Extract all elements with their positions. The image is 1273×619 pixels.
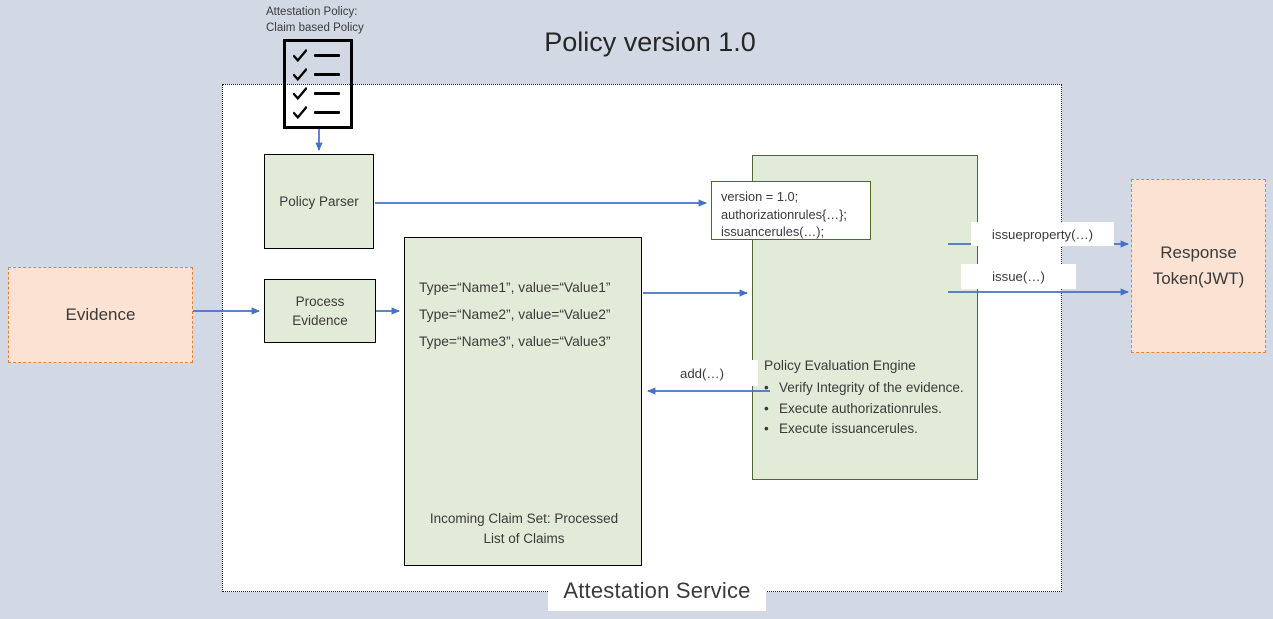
check-icon <box>293 105 307 119</box>
node-response-token-line2: Token(JWT) <box>1152 269 1245 288</box>
attestation-service-label: Attestation Service <box>548 571 766 611</box>
edge-label-add: add(…) <box>646 360 758 386</box>
checklist-dash <box>314 53 340 58</box>
engine-bullet-item: • Verify Integrity of the evidence. <box>764 378 978 398</box>
check-icon <box>293 67 307 81</box>
checklist-row <box>293 48 343 63</box>
node-process-evidence[interactable]: Process Evidence <box>264 279 376 343</box>
checklist-dash <box>314 110 340 115</box>
node-response-token[interactable]: Response Token(JWT) <box>1131 179 1266 353</box>
node-process-evidence-label: Process Evidence <box>292 292 348 330</box>
node-claim-set[interactable]: Type=“Name1”, value=“Value1” Type=“Name2… <box>404 237 642 566</box>
engine-bullet-text: Execute issuancerules. <box>779 421 918 437</box>
claim-set-footer: Incoming Claim Set: Processed List of Cl… <box>415 509 633 549</box>
engine-bullet-item: • Execute issuancerules. <box>764 419 978 439</box>
checklist-dash <box>314 91 340 96</box>
checklist-icon <box>283 39 353 129</box>
attestation-policy-caption-line2: Claim based Policy <box>266 22 364 34</box>
edge-label-issue: issue(…) <box>961 264 1076 289</box>
node-parsed-policy[interactable]: version = 1.0; authorizationrules{…}; is… <box>711 181 871 240</box>
claim-set-footer-line2: List of Claims <box>483 531 565 546</box>
edge-label-issueproperty: issueproperty(…) <box>971 222 1114 246</box>
claim-line: Type=“Name3”, value=“Value3” <box>419 334 611 349</box>
check-icon <box>293 86 307 100</box>
node-evidence[interactable]: Evidence <box>8 267 193 363</box>
checklist-row <box>293 67 343 82</box>
attestation-policy-caption: Attestation Policy: Claim based Policy <box>266 4 446 40</box>
parsed-policy-line: issuancerules(…); <box>721 224 825 239</box>
node-policy-parser-label: Policy Parser <box>279 194 359 209</box>
claim-line: Type=“Name2”, value=“Value2” <box>419 307 611 322</box>
page-title: Policy version 1.0 <box>544 26 756 57</box>
engine-title: Policy Evaluation Engine <box>764 358 916 373</box>
engine-bullet-text: Execute authorizationrules. <box>779 400 942 416</box>
claim-set-footer-line1: Incoming Claim Set: Processed <box>429 511 619 526</box>
attestation-policy-caption-line1: Attestation Policy: <box>266 6 358 18</box>
node-response-token-label: Response Token(JWT) <box>1153 240 1245 292</box>
node-policy-parser[interactable]: Policy Parser <box>264 154 374 249</box>
engine-bullet-text: Verify Integrity of the evidence. <box>779 380 964 395</box>
node-response-token-line1: Response <box>1160 243 1237 262</box>
checklist-row <box>293 105 343 120</box>
node-process-evidence-line1: Process <box>295 294 345 309</box>
parsed-policy-line: version = 1.0; <box>721 189 799 204</box>
bullet-icon: • <box>764 400 769 416</box>
check-icon <box>293 48 307 62</box>
claim-line: Type=“Name1”, value=“Value1” <box>419 280 611 295</box>
bullet-icon: • <box>764 421 769 437</box>
checklist-row <box>293 86 343 101</box>
parsed-policy-line: authorizationrules{…}; <box>721 206 847 222</box>
node-evidence-label: Evidence <box>65 305 136 324</box>
engine-bullet-list: • Verify Integrity of the evidence. • Ex… <box>764 378 978 440</box>
bullet-icon: • <box>764 380 769 395</box>
checklist-dash <box>314 72 340 77</box>
engine-bullet-item: • Execute authorizationrules. <box>764 399 978 419</box>
node-process-evidence-line2: Evidence <box>292 313 348 328</box>
claim-set-lines: Type=“Name1”, value=“Value1” Type=“Name2… <box>419 274 629 355</box>
